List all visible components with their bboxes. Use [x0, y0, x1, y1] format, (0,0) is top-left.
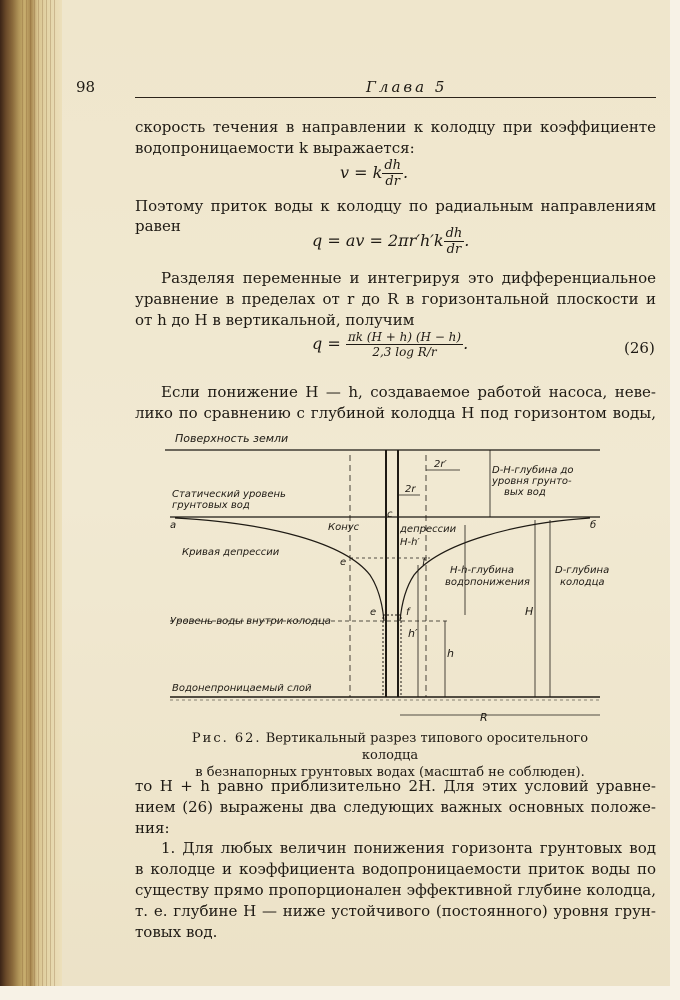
- text-line: товых вод.: [135, 923, 218, 941]
- label-impermeable: Водонепроницаемый слой: [172, 683, 312, 694]
- label-H: H: [525, 605, 533, 618]
- label-cone-2: депрессии: [399, 524, 457, 535]
- label-R: R: [480, 711, 488, 724]
- label-b: б: [590, 519, 596, 531]
- label-hh-1: H-h-глубина: [450, 564, 514, 576]
- label-static-level-1: Статический уровень: [172, 489, 286, 500]
- label-2r-prime: 2r′: [434, 459, 447, 470]
- label-hh-2: водопонижения: [445, 577, 530, 588]
- text-line: в колодце и коэффициента водопроницаемос…: [135, 860, 656, 878]
- label-f-upper: f: [422, 557, 427, 568]
- label-dh-2: уровня грунто-: [491, 476, 572, 487]
- text-line: равен: [135, 217, 181, 235]
- label-dh-3: вых вод: [504, 487, 546, 498]
- label-ground-surface: Поверхность земли: [175, 432, 288, 445]
- text-line: т. е. глубине H — ниже устойчивого (пост…: [135, 902, 656, 920]
- label-dh-1: D-H-глубина до: [492, 464, 574, 476]
- label-h: h: [447, 647, 454, 660]
- text-line: существу прямо пропорционален эффективно…: [135, 881, 656, 899]
- formula-26: q = πk (H + h) (H − h)2,3 log R/r.: [312, 330, 469, 359]
- running-header: 98 Глава 5: [76, 78, 656, 98]
- text-line: уравнение в пределах от r до R в горизон…: [135, 290, 656, 308]
- page-number: 98: [76, 78, 96, 96]
- text-line: лико по сравнению с глубиной колодца H п…: [135, 404, 656, 422]
- text-line: 1. Для любых величин понижения горизонта…: [161, 839, 656, 857]
- figure-caption: Рис. 62. Вертикальный разрез типового ор…: [175, 730, 605, 781]
- label-static-level-2: грунтовых вод: [172, 500, 250, 511]
- header-rule: [135, 97, 656, 98]
- label-d-2: колодца: [560, 577, 605, 588]
- label-f-lower: f: [406, 607, 411, 618]
- text-line: от h до H в вертикальной, получим: [135, 311, 415, 329]
- caption-label: Рис. 62.: [191, 731, 262, 746]
- caption-text-2: в безнапорных грунтовых водах (масштаб н…: [195, 765, 585, 780]
- scan-margin-bottom: [0, 986, 680, 1000]
- depression-curve-right: [399, 517, 591, 622]
- depression-curve-left: [174, 517, 385, 622]
- book-spine-edge: [0, 0, 62, 1000]
- label-d-1: D-глубина: [555, 564, 609, 576]
- caption-text-1: Вертикальный разрез типового оросительно…: [265, 731, 589, 763]
- text-line: Разделяя переменные и интегрируя это диф…: [161, 269, 656, 287]
- label-a: a: [170, 520, 176, 531]
- label-inside-level: Уровень воды внутри колодца: [170, 616, 331, 627]
- text-line: Поэтому приток воды к колодцу по радиаль…: [135, 197, 656, 215]
- label-h-prime: h′: [408, 627, 418, 640]
- scan-margin-right: [670, 0, 680, 1000]
- text-line: нием (26) выражены два следующих важных …: [135, 798, 656, 816]
- chapter-title: Глава 5: [366, 78, 448, 96]
- well-cross-section-diagram: Поверхность земли Статический уровень гр…: [165, 432, 609, 724]
- label-cone-1: Конус: [328, 522, 360, 533]
- label-e-upper: e: [340, 557, 346, 568]
- label-2r: 2r: [405, 484, 416, 495]
- equation-number: (26): [624, 339, 655, 357]
- label-c: c: [387, 509, 393, 520]
- text-line: водопроницаемости k выражается:: [135, 139, 415, 157]
- text-line: Если понижение H — h, создаваемое работо…: [161, 383, 656, 401]
- label-e-lower: e: [370, 607, 376, 618]
- label-depression-curve: Кривая депрессии: [182, 547, 280, 558]
- text-line: ния:: [135, 819, 170, 837]
- text-line: скорость течения в направлении к колодцу…: [135, 118, 656, 136]
- page-edges-texture: [22, 0, 58, 1000]
- label-cone-3: H-h′: [400, 537, 420, 548]
- text-line: то H + h равно приблизительно 2H. Для эт…: [135, 777, 656, 795]
- book-page: [62, 0, 670, 986]
